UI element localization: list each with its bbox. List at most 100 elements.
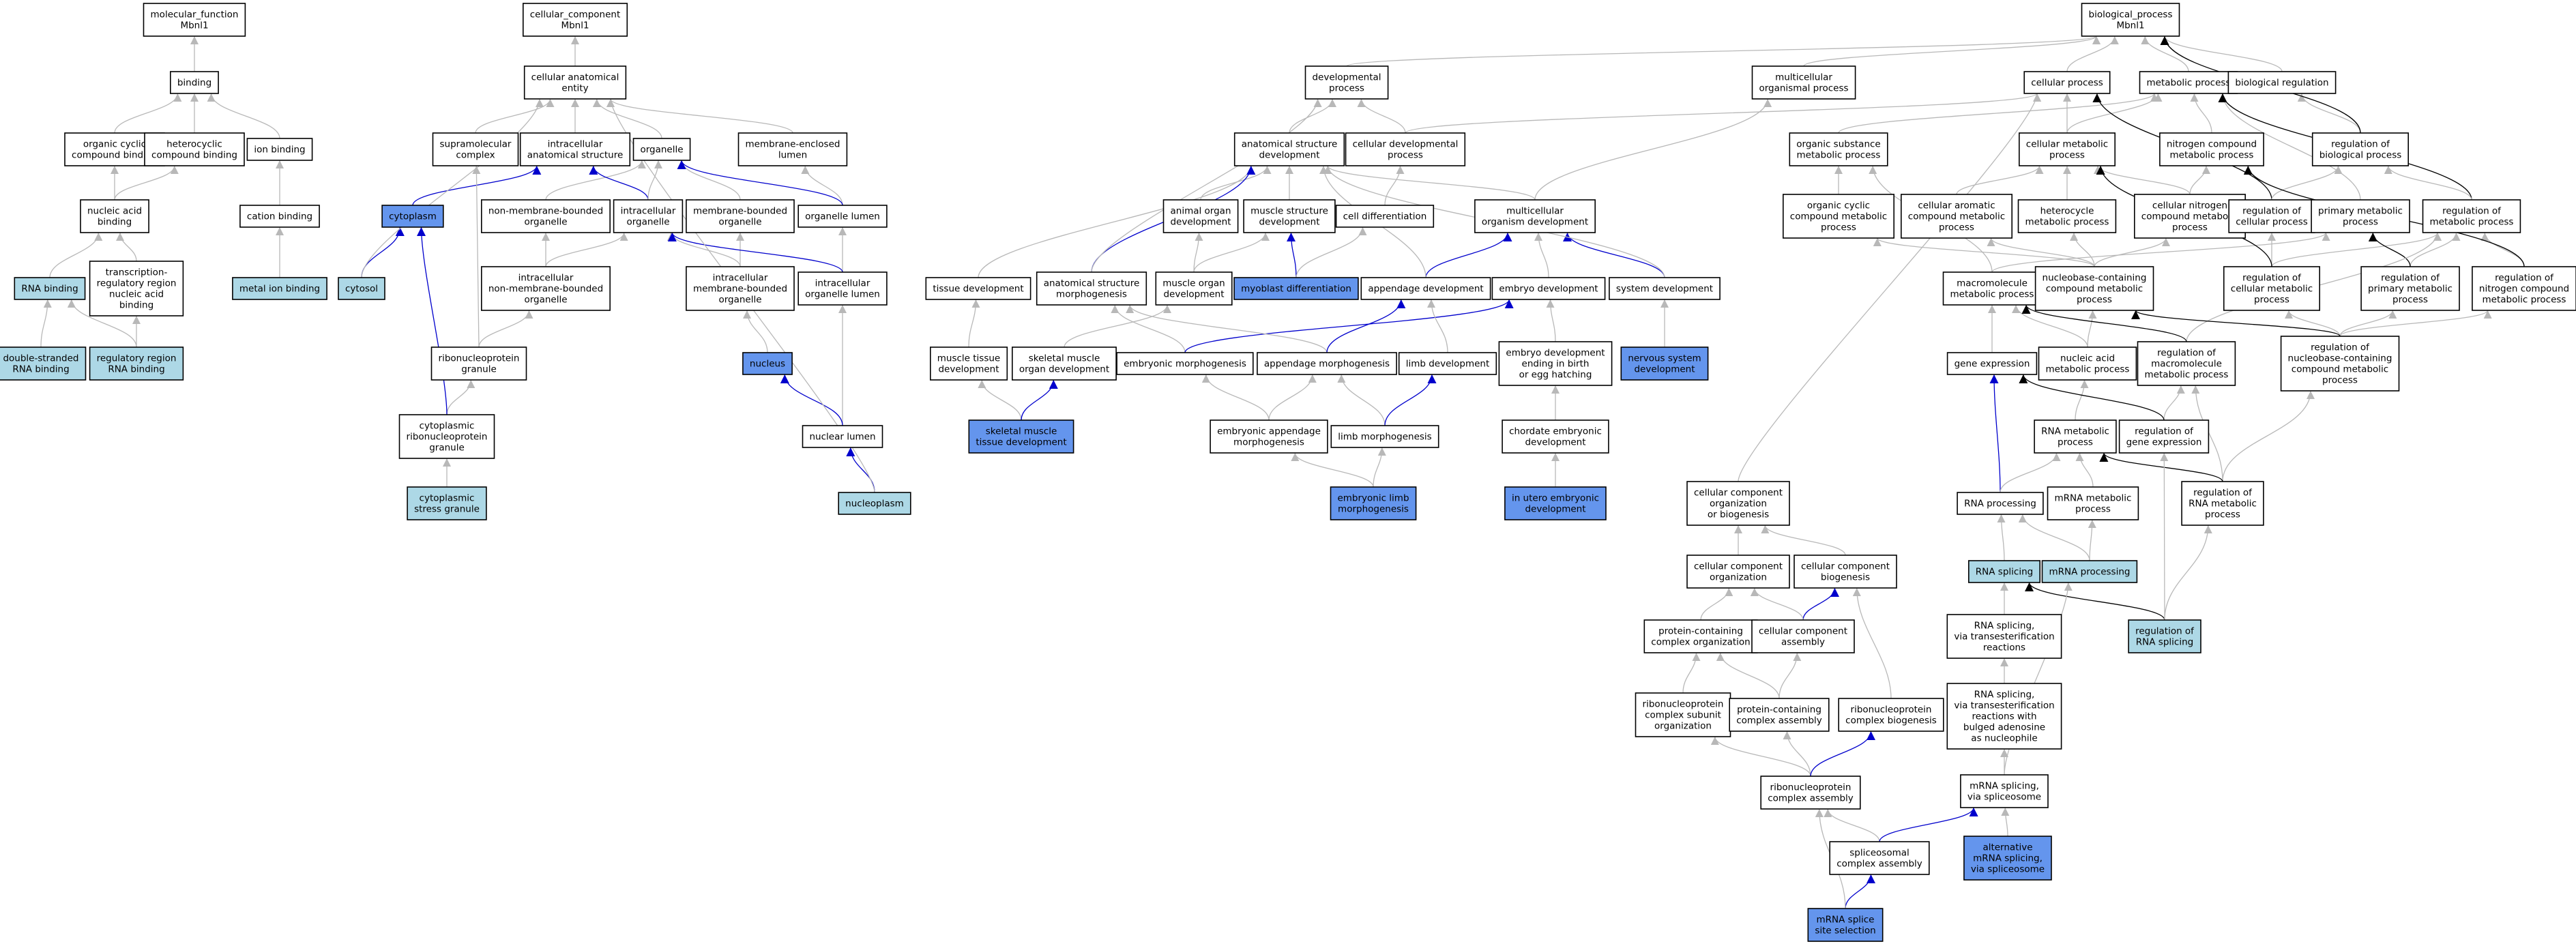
term-label-line: appendage morphogenesis	[1264, 359, 1390, 370]
term-label: organelle	[640, 145, 683, 156]
term-box	[2227, 71, 2337, 94]
term-label-line: alternative	[1982, 842, 2032, 853]
term-label-line: nucleic acid	[109, 289, 164, 300]
go-term-mrna-spl: mRNA splicing,via spliceosome	[1960, 774, 2049, 808]
term-label: biological regulation	[2235, 78, 2328, 89]
term-label-line: regulation of	[2135, 426, 2194, 437]
term-label-line: regulation of	[2242, 273, 2302, 284]
term-label-line: process	[2049, 150, 2085, 161]
edge-muscle-org-to-msd	[1193, 232, 1270, 273]
term-label-line: nuclear lumen	[809, 432, 875, 443]
term-label-line: intracellular	[713, 273, 768, 284]
edge-ic-org-to-ias	[589, 165, 649, 201]
term-label-line: process	[2058, 437, 2093, 448]
term-label-line: biological regulation	[2235, 78, 2328, 89]
term-label-line: mRNA splicing,	[1970, 781, 2039, 792]
term-label: RNA processing	[1964, 499, 2036, 510]
term-label-line: spliceosomal	[1849, 848, 1909, 859]
term-label-line: assembly	[1781, 637, 1825, 648]
term-box	[925, 277, 1031, 300]
edge-nuc-bind-to-het-bind	[114, 165, 179, 201]
term-label-line: chordate embryonic	[1509, 426, 1602, 437]
term-box	[1686, 481, 1790, 526]
term-label-line: development	[938, 364, 999, 375]
term-label-line: process	[1388, 150, 1423, 161]
term-label-line: regulation of	[2135, 626, 2195, 637]
term-label-line: metal ion binding	[239, 284, 320, 295]
term-label-line: cation binding	[247, 211, 312, 222]
edge-asd-to-dev-proc	[1289, 98, 1336, 134]
term-label-line: anatomical structure	[1044, 278, 1140, 289]
go-term-binding: binding	[170, 71, 219, 94]
term-box	[2081, 3, 2180, 37]
edge-bio-reg-to-bp	[2161, 35, 2283, 72]
go-term-organelle: organelle	[632, 138, 691, 161]
term-label-line: metabolic process	[2046, 364, 2130, 375]
go-term-nucleoplasm: nucleoplasm	[838, 492, 911, 515]
term-label-line: skeletal muscle	[1029, 353, 1100, 364]
term-box	[802, 425, 883, 448]
term-label-line: cellular aromatic	[1918, 201, 1995, 211]
term-box	[1491, 277, 1606, 300]
edge-layer	[40, 35, 2525, 909]
term-box	[1243, 199, 1336, 233]
edge-reg-nbc-to-reg-pmp	[2339, 310, 2397, 337]
term-label-line: macromolecule	[1957, 278, 2028, 289]
go-term-app-dev: appendage development	[1360, 277, 1491, 300]
term-box	[1838, 698, 1944, 732]
term-box	[89, 346, 184, 381]
term-box	[1686, 555, 1790, 589]
term-label-line: nucleobase-containing	[2043, 273, 2147, 284]
edge-cytoplasm-to-ias	[412, 165, 542, 206]
term-label-line: RNA processing	[1964, 499, 2036, 510]
term-label-line: organization	[1710, 499, 1767, 510]
term-label-line: nucleoplasm	[845, 499, 904, 510]
term-box	[1968, 560, 2041, 583]
edge-limb-morph-to-app-morph	[1337, 374, 1386, 426]
term-label-line: morphogenesis	[1233, 437, 1304, 448]
term-label-line: regulation of	[2311, 342, 2370, 353]
term-label-line: metabolic process	[2430, 217, 2514, 228]
edge-reg-cmp-to-reg-met	[2271, 232, 2442, 267]
term-label-line: stress granule	[414, 504, 480, 515]
term-label-line: RNA metabolic	[2041, 426, 2109, 437]
term-label: cytoplasm	[389, 211, 437, 222]
term-label-line: organelle	[626, 217, 669, 228]
term-label-line: organelle	[524, 217, 567, 228]
term-box	[968, 419, 1074, 454]
term-box	[2118, 419, 2210, 454]
term-box	[1036, 271, 1147, 306]
term-label: limb morphogenesis	[1338, 432, 1431, 443]
term-label-line: skeletal muscle	[986, 426, 1057, 437]
edge-spl-ca-to-rnpca	[1824, 808, 1880, 842]
term-label-line: compound metabolic	[2141, 211, 2238, 222]
term-box	[2019, 132, 2116, 166]
term-label-line: metabolic process	[2147, 78, 2231, 89]
edge-animal-org-to-asd	[1200, 165, 1272, 201]
term-label-line: cellular_component	[530, 10, 620, 20]
term-box	[2360, 266, 2460, 311]
term-label-line: embryonic morphogenesis	[1124, 359, 1246, 370]
